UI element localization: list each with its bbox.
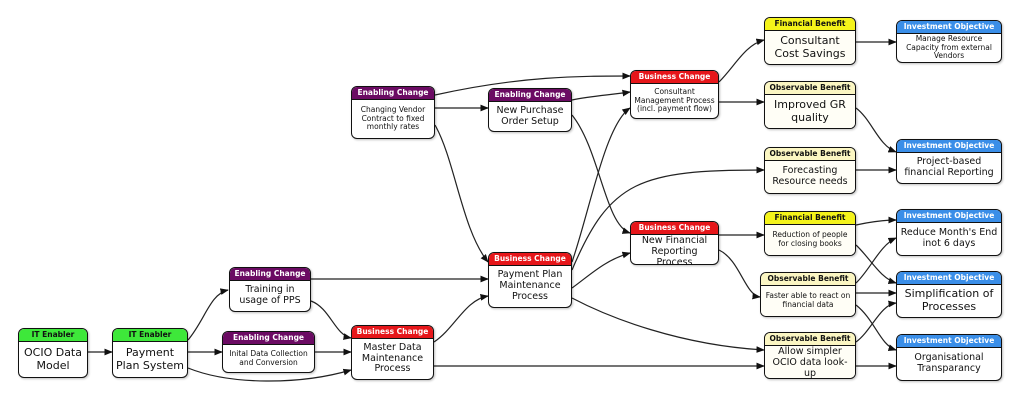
node-type-label: Business Change [631,71,718,84]
edge-far-rme [855,237,897,284]
edge-rop-rme [855,216,897,226]
node-type-label: Observable Benefit [761,273,855,286]
edge-pps-training [187,288,229,341]
node-training-in-usage-of-pps[interactable]: Enabling Change Training in usage of PPS [229,267,311,312]
edge-po-nfr [571,114,631,234]
node-consultant-cost-savings[interactable]: Financial Benefit Consultant Cost Saving… [764,17,856,65]
edge-ppm-nfr [571,251,631,289]
node-label: Inital Data Collection and Conversion [229,348,308,367]
node-type-label: Financial Benefit [765,18,855,31]
node-type-label: Investment Objective [897,210,1001,223]
node-label: New Purchase Order Setup [496,104,564,127]
node-forecasting-resource-needs[interactable]: Observable Benefit Forecasting Resource … [764,147,856,194]
node-type-label: Investment Objective [897,21,1001,34]
edge-ppm-frn [571,166,765,271]
edge-aso-sop [855,300,897,343]
node-master-data-maintenance[interactable]: Business Change Master Data Maintenance … [351,325,434,380]
edge-igr-pbf [855,107,897,153]
node-payment-plan-system[interactable]: IT Enabler Payment Plan System [112,328,188,378]
node-simplification-of-processes[interactable]: Investment Objective Simplification of P… [896,271,1002,318]
node-label: Reduction of people for closing books [765,225,855,255]
edge-rop-sop [855,244,897,284]
node-allow-simpler-ocio-lookup[interactable]: Observable Benefit Allow simpler OCIO da… [764,332,856,379]
node-label: OCIO Data Model [23,345,82,372]
node-changing-vendor-contract[interactable]: Enabling Change Changing Vendor Contract… [351,86,435,139]
node-type-label: Investment Objective [897,335,1001,348]
edge-cmp-ccs [718,38,765,83]
node-type-label: Enabling Change [230,268,310,281]
node-ocio-data-model[interactable]: IT Enabler OCIO Data Model [18,328,88,378]
edge-training-mdm [310,300,352,340]
node-type-label: IT Enabler [19,329,87,342]
node-type-label: Business Change [631,222,718,235]
node-organisational-transparancy[interactable]: Investment Objective Organisational Tran… [896,334,1002,381]
node-label: Payment Plan System [116,345,184,372]
node-faster-able-to-react[interactable]: Observable Benefit Faster able to react … [760,272,856,317]
edge-vendor-cmp [434,72,631,96]
node-type-label: Investment Objective [897,272,1001,285]
node-reduce-months-end[interactable]: Investment Objective Reduce Month's End … [896,209,1002,256]
node-type-label: Business Change [489,253,571,266]
edge-ppm-aso [571,297,765,353]
node-label: Simplification of Processes [904,287,994,313]
node-label: Improved GR quality [765,95,855,128]
node-type-label: Observable Benefit [765,82,855,95]
node-project-based-financial-reporting[interactable]: Investment Objective Project-based finan… [896,139,1002,184]
node-consultant-management-process[interactable]: Business Change Consultant Management Pr… [630,70,719,119]
node-new-financial-reporting[interactable]: Business Change New Financial Reporting … [630,221,719,265]
node-label: Payment Plan Maintenance Process [497,269,563,302]
node-label: Master Data Maintenance Process [361,341,424,375]
node-label: Reduce Month's End inot 6 days [900,227,998,249]
node-payment-plan-maintenance[interactable]: Business Change Payment Plan Maintenance… [488,252,572,308]
node-label: Organisational Transparancy [914,352,984,374]
node-initial-data-collection[interactable]: Enabling Change Inital Data Collection a… [222,331,315,373]
node-reduction-of-people[interactable]: Financial Benefit Reduction of people fo… [764,211,856,256]
node-type-label: Enabling Change [223,332,314,345]
node-label: Project-based financial Reporting [904,156,994,178]
edge-pps-mdm [187,367,352,382]
node-type-label: Observable Benefit [765,148,855,161]
edge-ppm-cmp [571,107,631,263]
edge-mdm-ppm [433,293,489,343]
edge-far-otr [855,304,897,351]
node-label: Allow simpler OCIO data look-up [765,346,855,378]
node-improved-gr-quality[interactable]: Observable Benefit Improved GR quality [764,81,856,129]
node-type-label: Enabling Change [352,87,434,100]
node-type-label: Investment Objective [897,140,1001,153]
edge-nfr-far [718,249,761,300]
node-label: Changing Vendor Contract to fixed monthl… [360,105,426,132]
node-label: Manage Resource Capacity from external V… [906,34,992,61]
node-label: Forecasting Resource needs [765,161,855,193]
node-new-purchase-order-setup[interactable]: Enabling Change New Purchase Order Setup [488,88,572,132]
node-type-label: Observable Benefit [765,333,855,346]
node-label: Training in usage of PPS [239,284,301,306]
node-type-label: IT Enabler [113,329,187,342]
node-type-label: Financial Benefit [765,212,855,225]
node-label: Consultant Cost Savings [765,31,855,64]
node-label: Consultant Management Process (incl. pay… [634,87,715,114]
node-label: New Financial Reporting Process [641,235,708,265]
edge-po-cmp [571,89,631,101]
node-label: Faster able to react on financial data [761,286,855,316]
edge-vendor-ppm [434,124,489,263]
node-type-label: Business Change [352,326,433,339]
node-manage-resource-capacity[interactable]: Investment Objective Manage Resource Cap… [896,20,1002,63]
node-type-label: Enabling Change [489,89,571,102]
